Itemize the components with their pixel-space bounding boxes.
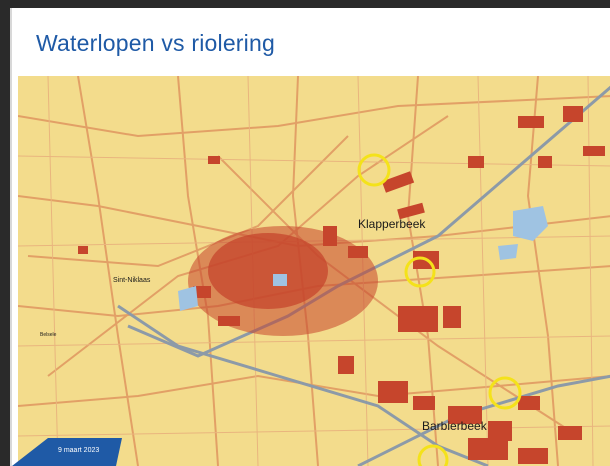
highlight-circle-3 [488,376,522,410]
label-sint-niklaas: Sint-Niklaas [113,277,151,284]
slide-title: Waterlopen vs riolering [36,30,275,56]
presentation-slide: Waterlopen vs riolering [10,8,610,466]
date-badge [12,438,122,466]
highlight-circles [357,153,522,466]
label-belsele: Belsele [40,332,57,338]
water-bodies [178,206,548,311]
highlight-circle-2 [404,256,436,288]
highlight-circle-1 [357,153,391,187]
highlight-circle-4 [417,444,449,466]
map-image: Klapperbeek Barbierbeek Sint-Niklaas Bel… [18,76,610,466]
slide-date: 9 maart 2023 [58,447,100,454]
label-klapperbeek: Klapperbeek [358,217,426,231]
label-barbierbeek: Barbierbeek [422,419,488,433]
